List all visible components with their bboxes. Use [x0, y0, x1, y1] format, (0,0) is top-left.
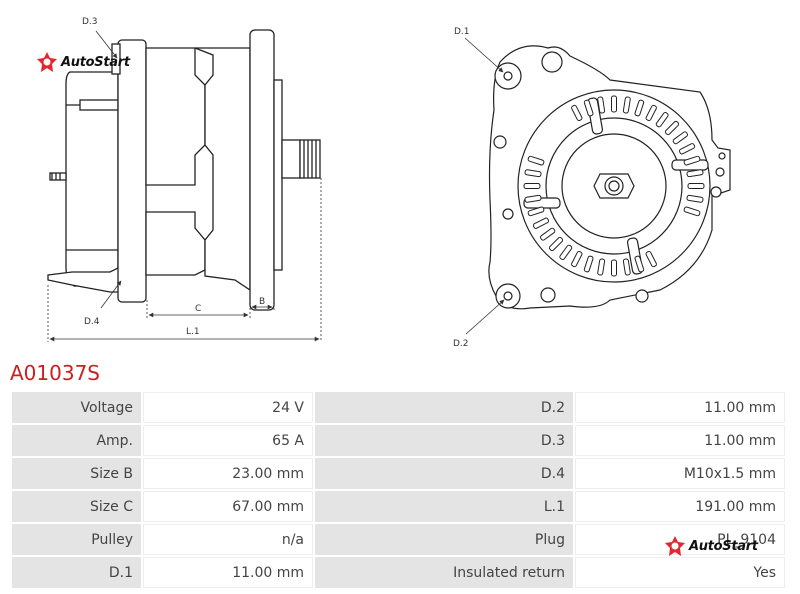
vent-slot [622, 258, 631, 276]
spec-label: D.2 [315, 392, 573, 423]
dim-label-l1: L.1 [186, 327, 200, 337]
vent-slot [645, 104, 657, 122]
vent-slot [622, 96, 631, 114]
front-view-leaders [464, 37, 505, 335]
autostart-watermark-logo: AutoStart [664, 535, 758, 557]
vent-slot [583, 255, 594, 273]
spec-label: Size C [12, 491, 141, 522]
spec-value: 11.00 mm [575, 425, 785, 456]
front-view [488, 45, 731, 310]
vent-slot [548, 236, 564, 252]
spec-label: Voltage [12, 392, 141, 423]
vent-slot [611, 95, 617, 113]
spec-value: 65 A [143, 425, 313, 456]
spec-value: n/a [143, 524, 313, 555]
spec-value: Yes [575, 557, 785, 588]
vent-slot [645, 250, 657, 268]
vent-slot [683, 155, 701, 166]
spec-label: Amp. [12, 425, 141, 456]
brand-star-icon [665, 536, 685, 556]
autostart-logo: AutoStart [36, 51, 130, 73]
spec-label: D.3 [315, 425, 573, 456]
vent-slot [571, 104, 583, 122]
vent-slot [597, 96, 606, 114]
spec-value: 191.00 mm [575, 491, 785, 522]
vent-slot [686, 194, 704, 203]
spec-label: D.4 [315, 458, 573, 489]
vent-slot [523, 183, 541, 189]
vent-slot [687, 183, 705, 189]
vent-slot [527, 206, 545, 217]
spec-value: 67.00 mm [143, 491, 313, 522]
dim-label-d2: D.2 [453, 339, 469, 349]
brand-star-icon [37, 52, 57, 72]
vent-slot [532, 217, 550, 229]
spec-label: Plug [315, 524, 573, 555]
spec-value: 23.00 mm [143, 458, 313, 489]
vent-slot [683, 206, 701, 217]
side-view-dimensions [47, 30, 322, 342]
vent-slot [686, 169, 704, 178]
vent-slot [664, 120, 680, 136]
brand-name: AutoStart [61, 54, 130, 70]
vent-slot [540, 227, 556, 241]
dim-label-d4: D.4 [84, 317, 100, 327]
spec-value: 11.00 mm [143, 557, 313, 588]
spec-value: 24 V [143, 392, 313, 423]
alternator-drawing: D.3 D.4 C B L.1 D.1 D.2 [47, 17, 731, 349]
dim-label-c: C [195, 304, 201, 314]
dim-label-d1: D.1 [454, 27, 470, 37]
vent-slot [559, 244, 573, 260]
vent-slot [672, 131, 688, 145]
vent-slot [678, 143, 696, 155]
spec-label: Size B [12, 458, 141, 489]
vent-slot [527, 155, 545, 166]
vent-slot [597, 258, 606, 276]
vent-slot [524, 194, 542, 203]
vent-slot [634, 255, 645, 273]
vent-slot [524, 169, 542, 178]
spec-label: D.1 [12, 557, 141, 588]
spec-label: L.1 [315, 491, 573, 522]
vent-slot [583, 99, 594, 117]
spec-label: Insulated return [315, 557, 573, 588]
vent-slot [655, 112, 669, 128]
dim-label-d3: D.3 [82, 17, 98, 27]
dim-label-b: B [259, 297, 265, 307]
spec-label: Pulley [12, 524, 141, 555]
spec-value: M10x1.5 mm [575, 458, 785, 489]
spec-value: 11.00 mm [575, 392, 785, 423]
vent-slots [523, 95, 705, 277]
product-code: A01037S [10, 361, 100, 385]
vent-slot [634, 99, 645, 117]
vent-slot [611, 259, 617, 277]
brand-name: AutoStart [689, 538, 758, 554]
side-view [47, 29, 321, 311]
vent-slot [571, 250, 583, 268]
